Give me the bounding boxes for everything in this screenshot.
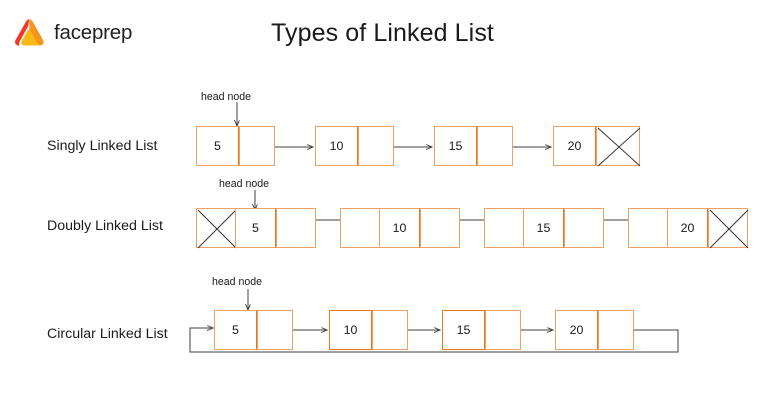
page-title: Types of Linked List bbox=[271, 19, 494, 47]
node-data-cell: 20 bbox=[667, 208, 709, 248]
node-next-cell bbox=[239, 126, 275, 166]
node-data-cell: 15 bbox=[442, 310, 486, 350]
node-singly-3: 15 bbox=[434, 126, 513, 166]
node-data-cell: 15 bbox=[434, 126, 478, 166]
node-data-cell: 10 bbox=[329, 310, 373, 350]
node-null-prev-icon bbox=[196, 208, 237, 249]
node-prev-cell bbox=[484, 208, 524, 248]
row-label-circular: Circular Linked List bbox=[47, 326, 168, 342]
brand-logo: faceprep bbox=[14, 18, 132, 47]
row-label-singly: Singly Linked List bbox=[47, 138, 158, 154]
node-singly-2: 10 bbox=[315, 126, 394, 166]
node-next-cell bbox=[598, 310, 634, 350]
node-next-cell bbox=[485, 310, 521, 350]
node-doubly-4: 20 bbox=[628, 208, 749, 249]
node-circular-3: 15 bbox=[442, 310, 521, 350]
node-next-cell bbox=[564, 208, 604, 248]
node-next-cell bbox=[257, 310, 293, 350]
head-node-label-doubly: head node bbox=[219, 178, 270, 190]
node-doubly-1: 5 bbox=[196, 208, 316, 249]
node-prev-cell bbox=[340, 208, 380, 248]
node-next-cell bbox=[420, 208, 460, 248]
node-null-next-icon bbox=[708, 208, 749, 249]
node-next-cell bbox=[372, 310, 408, 350]
node-data-cell: 10 bbox=[315, 126, 359, 166]
node-data-cell: 20 bbox=[553, 126, 597, 166]
node-circular-4: 20 bbox=[555, 310, 634, 350]
row-label-doubly: Doubly Linked List bbox=[47, 218, 163, 234]
node-singly-1: 5 bbox=[196, 126, 275, 166]
node-prev-cell bbox=[628, 208, 668, 248]
faceprep-triangle-logo-icon bbox=[14, 18, 45, 47]
node-data-cell: 5 bbox=[235, 208, 277, 248]
node-doubly-2: 10 bbox=[340, 208, 460, 248]
node-doubly-3: 15 bbox=[484, 208, 604, 248]
node-data-cell: 10 bbox=[379, 208, 421, 248]
circular-loop-back-arrow bbox=[189, 328, 679, 353]
node-data-cell: 5 bbox=[196, 126, 240, 166]
node-circular-2: 10 bbox=[329, 310, 408, 350]
head-node-label-circular: head node bbox=[212, 276, 263, 288]
node-null-pointer-icon bbox=[596, 126, 641, 167]
node-singly-4: 20 bbox=[553, 126, 641, 167]
node-next-cell bbox=[358, 126, 394, 166]
head-node-label-singly: head node bbox=[201, 91, 252, 103]
node-next-cell bbox=[477, 126, 513, 166]
node-circular-1: 5 bbox=[214, 310, 293, 350]
node-next-cell bbox=[276, 208, 316, 248]
node-data-cell: 5 bbox=[214, 310, 258, 350]
brand-name: faceprep bbox=[54, 20, 133, 44]
node-data-cell: 15 bbox=[523, 208, 565, 248]
node-data-cell: 20 bbox=[555, 310, 599, 350]
